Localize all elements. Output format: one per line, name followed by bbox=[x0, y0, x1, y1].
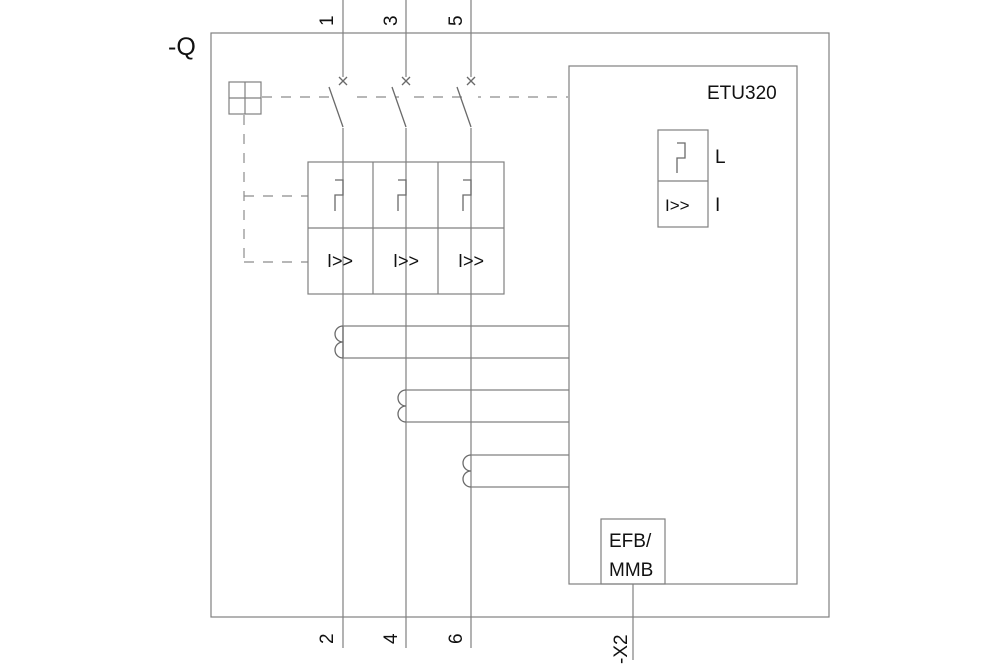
connector-label: -X2 bbox=[611, 634, 632, 664]
current-transformers bbox=[334, 325, 569, 488]
pole-3-trip-symbol: I>> bbox=[458, 251, 484, 271]
terminal-label-2: 2 bbox=[317, 633, 338, 644]
protection-block: I>> I>> I>> bbox=[307, 161, 505, 295]
pole-2-trip-symbol: I>> bbox=[393, 251, 419, 271]
overload-trip-icon bbox=[397, 179, 407, 211]
breaker-enclosure bbox=[210, 32, 830, 618]
contact-pole-1 bbox=[328, 76, 350, 128]
current-transformer-pole-1 bbox=[334, 325, 569, 359]
mechanical-linkage bbox=[243, 96, 568, 263]
switch-contacts bbox=[328, 76, 478, 128]
terminal-label-3: 3 bbox=[381, 15, 402, 26]
terminal-label-6: 6 bbox=[446, 633, 467, 644]
device-designation: -Q bbox=[168, 33, 196, 61]
etu-function-symbol-2: I>> bbox=[665, 196, 690, 215]
etu-box bbox=[568, 65, 798, 585]
overload-trip-icon bbox=[676, 142, 686, 173]
contact-pole-3 bbox=[456, 76, 478, 128]
terminal-label-4: 4 bbox=[381, 633, 402, 644]
etu-function-label-1: L bbox=[715, 147, 726, 168]
pole-1-trip-symbol: I>> bbox=[327, 251, 353, 271]
terminal-label-5: 5 bbox=[446, 15, 467, 26]
etu-name: ETU320 bbox=[707, 83, 777, 104]
module-label-line-2: MMB bbox=[609, 560, 653, 581]
current-transformer-pole-2 bbox=[397, 389, 569, 423]
contact-pole-2 bbox=[391, 76, 413, 128]
etu-function-label-2: I bbox=[715, 195, 720, 216]
current-transformer-pole-3 bbox=[462, 454, 569, 488]
etu-function-table: I>> L I bbox=[657, 129, 726, 228]
terminal-label-1: 1 bbox=[317, 15, 338, 26]
mechanism-coupling-icon bbox=[228, 81, 262, 115]
overload-trip-icon bbox=[462, 179, 472, 211]
overload-trip-icon bbox=[334, 179, 344, 211]
module-label-line-1: EFB/ bbox=[609, 531, 652, 552]
